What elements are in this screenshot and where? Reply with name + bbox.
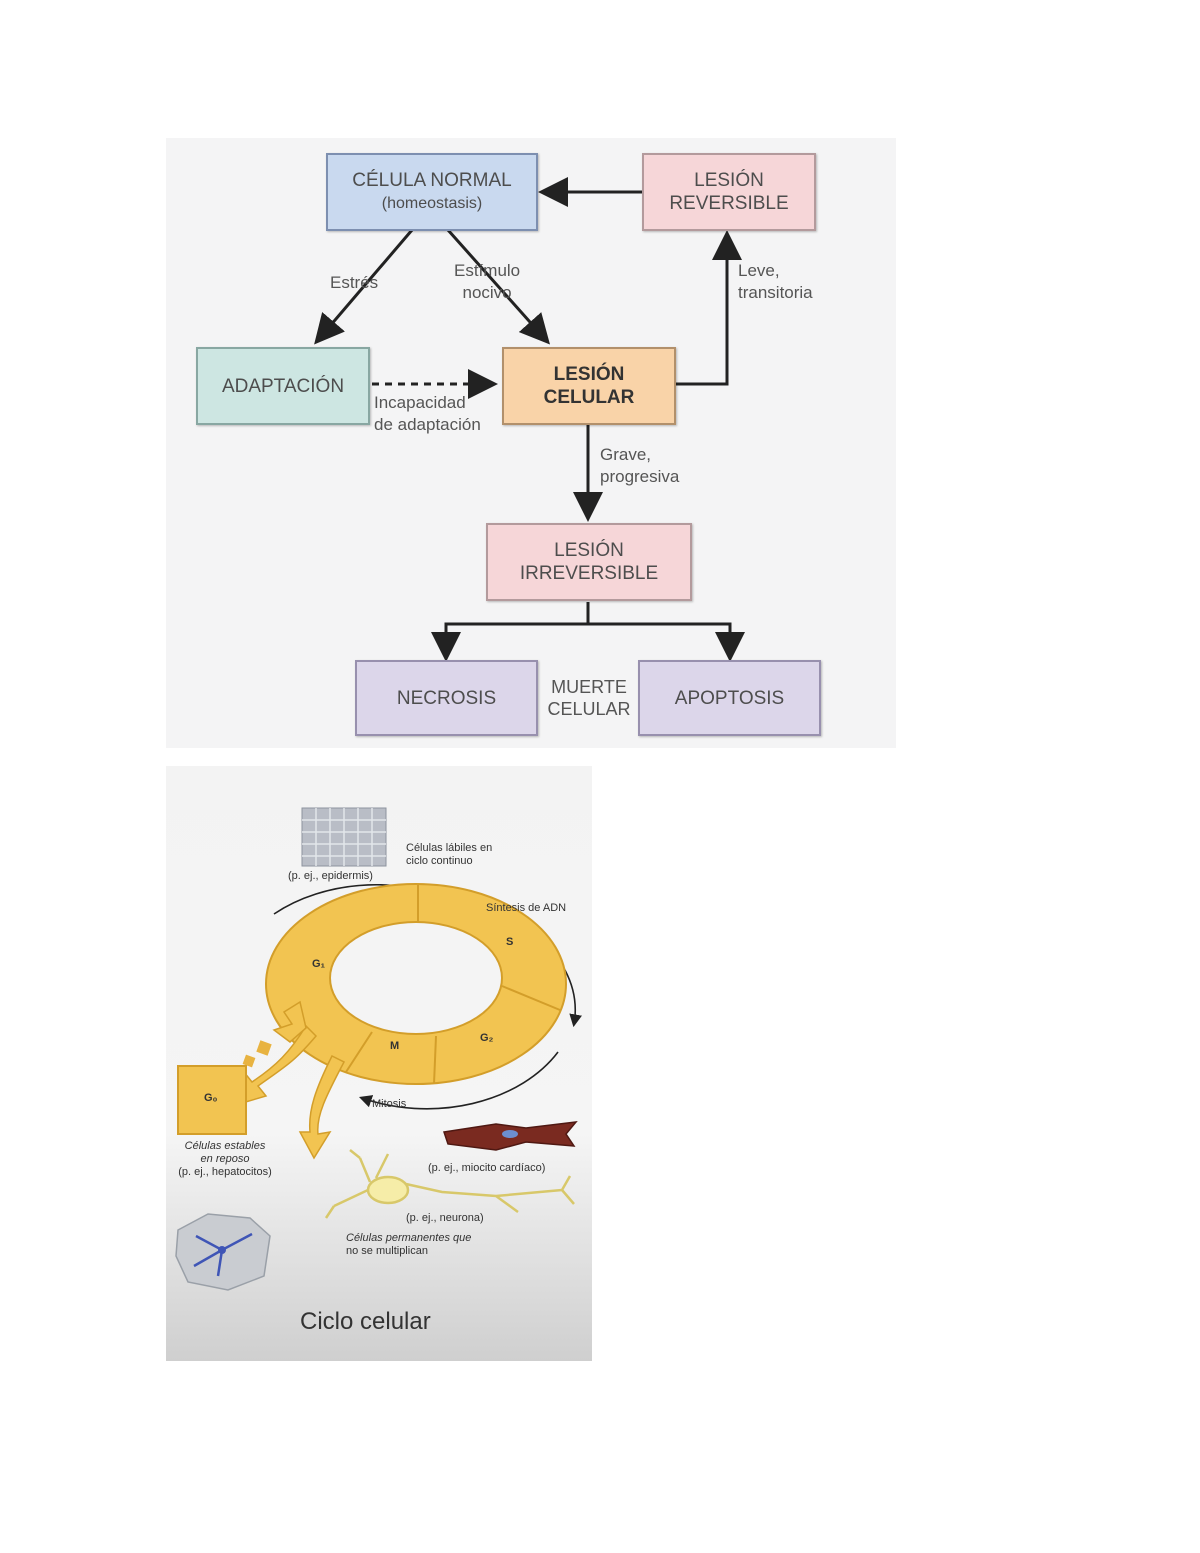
flow-arrows (314, 177, 745, 662)
normal-cell-subtitle: (homeostasis) (381, 195, 483, 212)
neuron-icon (324, 1149, 575, 1219)
injury-line2: CELULAR (543, 387, 635, 408)
apoptosis-box: APOPTOSIS (638, 660, 821, 736)
stable-line3: (p. ej., hepatocitos) (178, 1166, 272, 1178)
reversible-injury-box: LESIÓN REVERSIBLE (642, 153, 816, 231)
arrow-mild (676, 230, 742, 386)
apoptosis-label: APOPTOSIS (674, 687, 785, 709)
g0-label: G₀ (204, 1092, 218, 1104)
irreversible-line1: LESIÓN (554, 540, 624, 561)
inability-line2: de adaptación (374, 415, 481, 434)
permanent-cells-label: Células permanentes que no se multiplica… (346, 1232, 471, 1258)
stable-line1: Células estables (184, 1140, 266, 1152)
severe-label: Grave, progresiva (600, 444, 679, 488)
arrow-stimulus (446, 229, 550, 345)
normal-cell-title: CÉLULA NORMAL (352, 170, 512, 191)
m-label: M (390, 1040, 400, 1052)
epidermis-icon (301, 807, 387, 867)
labile-line2: ciclo continuo (406, 855, 473, 867)
severe-line2: progresiva (600, 467, 680, 486)
permanent-line2: no se multiplican (346, 1245, 428, 1257)
death-line1: MUERTE (551, 677, 627, 697)
stimulus-line1: Estímulo (454, 261, 521, 280)
mild-label: Leve, transitoria (738, 260, 813, 304)
dna-synthesis-label: Síntesis de ADN (486, 902, 567, 914)
labile-line1: Células lábiles en (406, 842, 493, 854)
epidermis-label: (p. ej., epidermis) (288, 870, 373, 882)
stress-label: Estrés (330, 273, 379, 292)
labile-cells-label: Células lábiles en ciclo continuo (406, 842, 492, 868)
mitosis-label: Mitosis (372, 1098, 407, 1110)
cell-cycle-illustration (175, 807, 582, 1291)
reversible-line2: REVERSIBLE (669, 193, 789, 214)
cardiac-label: (p. ej., miocito cardíaco) (428, 1162, 546, 1174)
injury-line1: LESIÓN (553, 364, 625, 385)
mild-line2: transitoria (738, 283, 813, 302)
g2-label: G₂ (480, 1032, 494, 1044)
cardiac-myocyte-icon (443, 1121, 578, 1151)
cell-injury-box: LESIÓN CELULAR (502, 347, 676, 425)
death-line2: CELULAR (547, 699, 631, 719)
permanent-line1: Células permanentes que (346, 1232, 472, 1244)
adaptation-label: ADAPTACIÓN (221, 375, 345, 397)
irreversible-injury-box: LESIÓN IRREVERSIBLE (486, 523, 692, 601)
cell-cycle-figure: Células lábiles en ciclo continuo (p. ej… (166, 766, 592, 1361)
cell-injury-flow-diagram: CÉLULA NORMAL (homeostasis) LESIÓN REVER… (166, 138, 896, 748)
stable-line2: en reposo (200, 1153, 250, 1165)
cell-death-label: MUERTE CELULAR (542, 676, 636, 720)
arrow-stress (314, 229, 414, 345)
irreversible-line2: IRREVERSIBLE (519, 563, 659, 584)
inability-label: Incapacidad de adaptación (374, 392, 481, 436)
neuron-label: (p. ej., neurona) (406, 1212, 484, 1224)
necrosis-label: NECROSIS (396, 687, 497, 709)
arrow-mitosis (358, 1051, 559, 1110)
g0-exit-arrows (230, 1000, 346, 1160)
cycle-caption: Ciclo celular (300, 1308, 431, 1335)
severe-line1: Grave, (600, 445, 652, 464)
normal-cell-box: CÉLULA NORMAL (homeostasis) (326, 153, 538, 231)
arrow-apoptosis (588, 622, 745, 662)
stable-cells-label: Células estables en reposo (p. ej., hepa… (170, 1140, 280, 1179)
s-label: S (506, 936, 514, 948)
hepatocyte-icon (175, 1213, 271, 1291)
inability-line1: Incapacidad (374, 393, 466, 412)
g0-box (177, 1065, 247, 1135)
necrosis-box: NECROSIS (355, 660, 538, 736)
arrow-necrosis (431, 602, 590, 662)
cell-cycle-ring (265, 883, 567, 1085)
reversible-line1: LESIÓN (694, 170, 764, 191)
mild-line1: Leve, (738, 261, 780, 280)
stimulus-label: Estímulo nocivo (454, 260, 520, 304)
stimulus-line2: nocivo (462, 283, 512, 302)
adaptation-box: ADAPTACIÓN (196, 347, 370, 425)
g1-label: G₁ (312, 958, 326, 970)
